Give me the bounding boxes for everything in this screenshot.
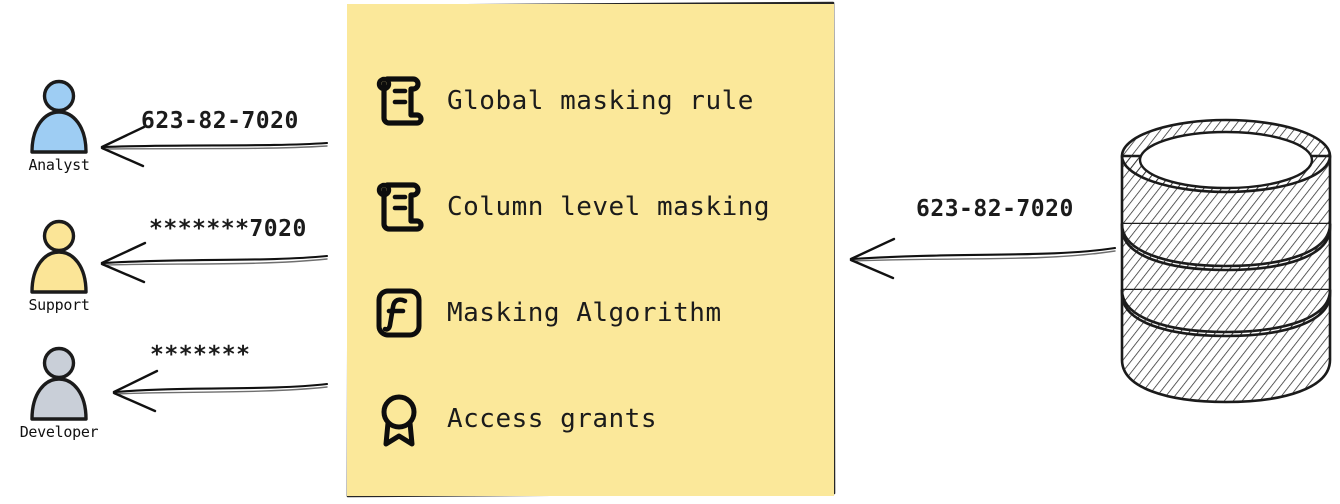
- actor-support[interactable]: Support: [4, 218, 114, 314]
- person-icon: [30, 79, 88, 154]
- arrow-to-analyst: [100, 125, 329, 168]
- person-icon: [30, 346, 88, 421]
- actor-analyst[interactable]: Analyst: [4, 78, 114, 174]
- panel-row-global-masking-rule[interactable]: Global masking rule: [373, 48, 834, 154]
- flow-label-database: 623-82-7020: [916, 196, 1074, 222]
- function-box-icon: [376, 288, 422, 338]
- flow-label-support: *******7020: [149, 216, 307, 242]
- panel-row-masking-algorithm[interactable]: Masking Algorithm: [373, 260, 834, 366]
- actor-label: Developer: [19, 423, 99, 441]
- actor-label: Support: [28, 296, 90, 314]
- panel-row-label: Global masking rule: [447, 86, 754, 116]
- masking-policy-panel: [347, 4, 834, 496]
- award-ribbon-icon: [381, 394, 417, 447]
- masking-policy-list: Global masking rule Column level masking…: [347, 4, 834, 496]
- flow-label-developer: *******: [150, 342, 251, 368]
- panel-row-access-grants[interactable]: Access grants: [373, 366, 834, 472]
- panel-row-label: Masking Algorithm: [447, 298, 722, 328]
- scroll-icon: [376, 182, 424, 232]
- panel-row-label: Column level masking: [447, 192, 771, 222]
- database-cylinder-icon: [1120, 118, 1332, 404]
- flow-label-analyst: 623-82-7020: [141, 108, 299, 134]
- arrow-database-to-panel: [849, 237, 1117, 280]
- actor-label: Analyst: [28, 156, 90, 174]
- panel-row-column-level-masking[interactable]: Column level masking: [373, 154, 834, 260]
- person-icon: [30, 219, 88, 294]
- panel-row-label: Access grants: [447, 404, 657, 434]
- arrow-to-support: [100, 241, 329, 284]
- actor-developer[interactable]: Developer: [4, 345, 114, 441]
- scroll-icon: [376, 76, 424, 126]
- arrow-to-developer: [112, 369, 329, 413]
